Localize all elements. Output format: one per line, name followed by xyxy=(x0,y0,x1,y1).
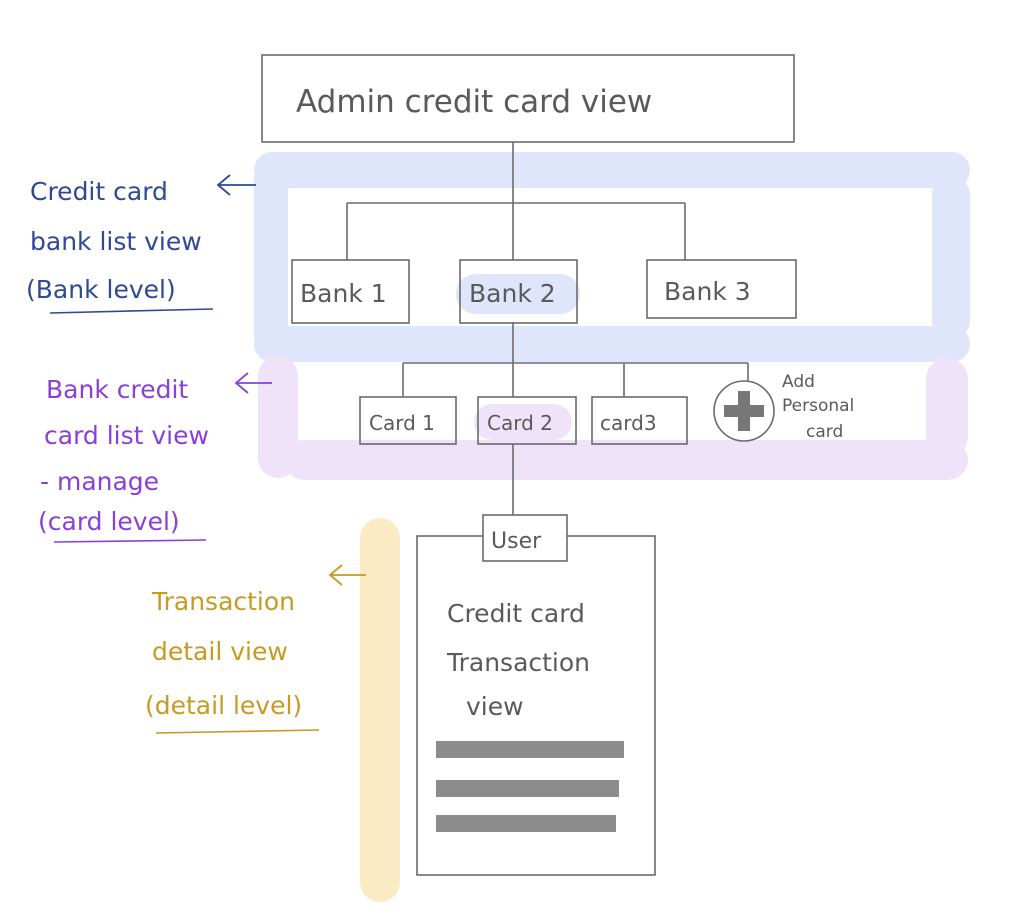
bank-level-band xyxy=(254,152,970,362)
add-card-line-1: Add xyxy=(782,372,815,392)
bank-2-node: Bank 2 xyxy=(459,259,578,324)
placeholder-rows xyxy=(436,741,624,832)
add-card-line-2: Personal xyxy=(782,396,854,416)
card-band-right xyxy=(926,358,968,458)
bank-2-highlight xyxy=(456,274,580,314)
bank-3-node: Bank 3 xyxy=(646,259,797,319)
detail-note-line-1: Transaction xyxy=(151,587,295,616)
user-box xyxy=(482,514,568,562)
add-card-line-3: card xyxy=(806,422,843,442)
placeholder-text-bar xyxy=(436,815,616,832)
card-1-node: Card 1 xyxy=(359,396,457,445)
card-note-line-4: (card level) xyxy=(38,507,180,536)
bank-note-line-3: (Bank level) xyxy=(26,275,176,304)
card-level-band xyxy=(258,356,968,480)
card-1-label: Card 1 xyxy=(369,411,435,435)
detail-note-line-2: detail view xyxy=(152,637,288,666)
card-3-node: card3 xyxy=(591,396,688,445)
bank-note-line-2: bank list view xyxy=(30,227,202,256)
card-3-label: card3 xyxy=(600,411,657,435)
card-note-underline xyxy=(53,539,207,543)
detail-level-band xyxy=(360,518,400,902)
bank-band-bottom xyxy=(254,326,970,362)
card-2-highlight xyxy=(474,404,572,440)
bank-1-node: Bank 1 xyxy=(291,259,410,324)
card-note-line-1: Bank credit xyxy=(46,375,188,404)
placeholder-text-bar xyxy=(436,780,619,797)
bank-band-right xyxy=(932,176,970,340)
arrow-left-icon xyxy=(234,372,272,394)
arrow-left-icon xyxy=(328,564,366,586)
card-note-line-2: card list view xyxy=(44,421,209,450)
bank-1-label: Bank 1 xyxy=(300,279,387,308)
transaction-line-1: Credit card xyxy=(447,599,585,628)
arrow-left-icon xyxy=(216,174,256,196)
bank-note-underline xyxy=(49,308,214,314)
detail-note-line-3: (detail level) xyxy=(145,691,302,720)
transaction-line-3: view xyxy=(466,692,524,721)
card-level-annotation: Bank credit card list view - manage (car… xyxy=(38,372,272,543)
card-note-line-3: - manage xyxy=(40,467,159,496)
transaction-line-2: Transaction xyxy=(446,648,590,677)
transaction-panel: User Credit card Transaction view xyxy=(416,514,656,876)
card-2-label: Card 2 xyxy=(487,411,553,435)
card-band-bottom xyxy=(284,440,968,480)
bank-3-label: Bank 3 xyxy=(664,277,751,306)
card-2-node: Card 2 xyxy=(477,396,577,445)
bank-band-top xyxy=(254,152,970,188)
user-label: User xyxy=(491,529,542,554)
root-node: Admin credit card view xyxy=(261,54,795,143)
plus-horizontal xyxy=(724,405,764,417)
card-band-left xyxy=(258,356,298,478)
bank-2-label: Bank 2 xyxy=(469,279,556,308)
placeholder-text-bar xyxy=(436,741,624,758)
add-personal-card: Add Personal card xyxy=(713,372,854,442)
connectors xyxy=(346,142,749,515)
bank-note-line-1: Credit card xyxy=(30,177,168,206)
bank-band-left xyxy=(254,162,288,352)
detail-note-underline xyxy=(155,729,320,734)
root-label: Admin credit card view xyxy=(296,84,652,120)
detail-level-annotation: Transaction detail view (detail level) xyxy=(145,564,366,734)
bank-level-annotation: Credit card bank list view (Bank level) xyxy=(26,174,256,314)
